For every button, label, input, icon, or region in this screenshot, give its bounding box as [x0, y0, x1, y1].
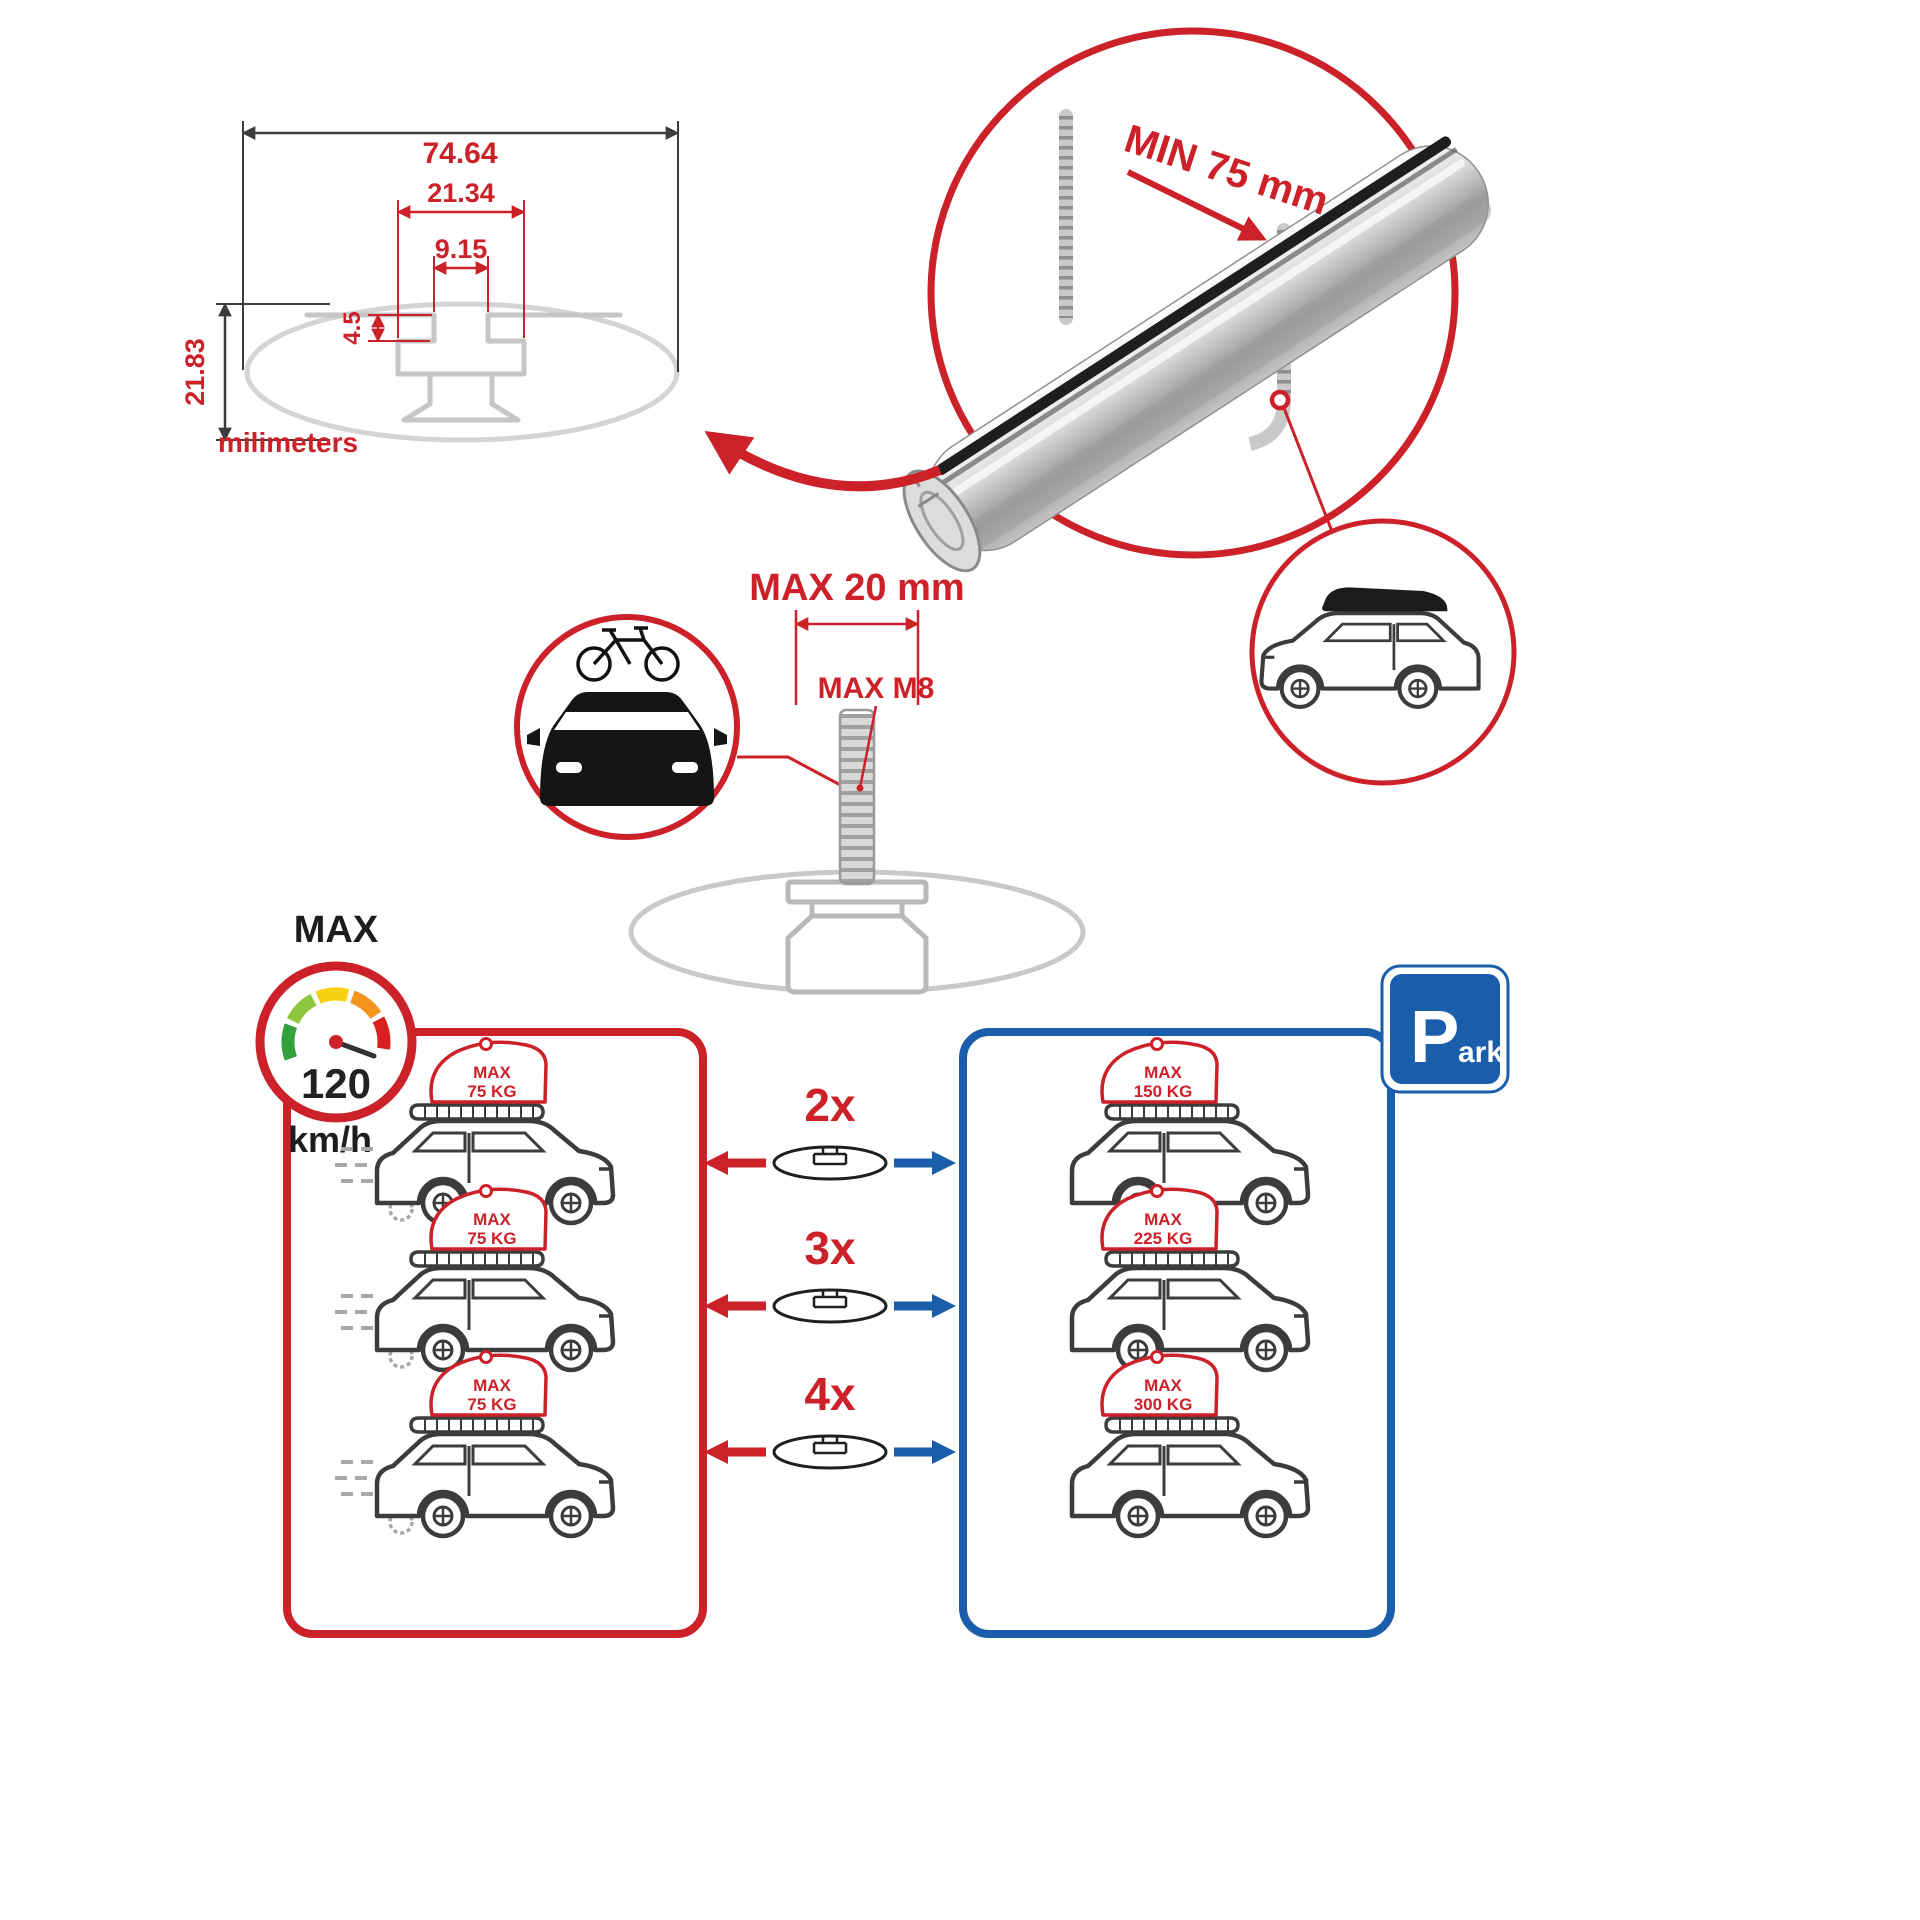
- multiplier-row-2: 3x: [704, 1222, 956, 1324]
- tag-line2: 300 KG: [1134, 1395, 1193, 1414]
- load-tag-parked-2: MAX 225 KG: [1100, 1183, 1219, 1251]
- bolt-thread-label: MAX M8: [818, 672, 935, 705]
- tag-line1: MAX: [1144, 1376, 1182, 1395]
- load-tag-moving-2: MAX 75 KG: [429, 1183, 548, 1251]
- gauge-arcs: [281, 987, 391, 1061]
- multiplier-label: 2x: [804, 1079, 856, 1131]
- gauge-hub: [329, 1035, 343, 1049]
- parked-load-box: [959, 1028, 1395, 1638]
- tag-line2: 225 KG: [1134, 1229, 1193, 1248]
- car-front-icon: [527, 692, 727, 806]
- bar-count-icon: [772, 1288, 888, 1324]
- channel-width-dimension: 21.34: [396, 178, 526, 338]
- multiplier-label: 3x: [804, 1222, 856, 1274]
- parked-car-3: [1072, 1416, 1308, 1536]
- right-arrowhead: [932, 1440, 956, 1464]
- tag-line1: MAX: [473, 1063, 511, 1082]
- multiplier-row-3: 4x: [704, 1368, 956, 1470]
- moving-car-3: [333, 1416, 613, 1536]
- slot-depth-dimension: 4.5: [339, 311, 432, 345]
- mounting-bolt: [838, 708, 876, 886]
- tag-line1: MAX: [473, 1210, 511, 1229]
- moving-load-box: [283, 1028, 707, 1638]
- zoom-arrow: [704, 430, 942, 492]
- slot-width-dimension: 9.15: [432, 234, 490, 312]
- load-tag-moving-3: MAX 75 KG: [429, 1349, 548, 1417]
- bolt-connector-line: [737, 755, 847, 790]
- tag-line1: MAX: [1144, 1063, 1182, 1082]
- parked-car-2: [1072, 1250, 1308, 1370]
- total-width-value: 74.64: [422, 137, 497, 170]
- parking-letter: P: [1410, 995, 1459, 1078]
- total-height-value: 21.83: [180, 338, 210, 406]
- gauge-value: 120: [301, 1060, 371, 1107]
- bar-detail-circle: MIN 75 mm: [704, 27, 1492, 573]
- load-tag-parked-1: MAX 150 KG: [1100, 1036, 1219, 1104]
- speed-limit-gauge: MAX 120 km/h: [255, 909, 417, 1160]
- aluminium-bar: [902, 136, 1492, 573]
- left-arrowhead: [704, 1294, 728, 1318]
- cross-section-drawing: 74.64 21.34 9.15 4.5 21.83: [180, 121, 680, 458]
- total-height-dimension: 21.83: [180, 302, 330, 442]
- total-width-dimension: 74.64: [241, 121, 680, 372]
- bike-icon: [576, 626, 680, 682]
- tag-line1: MAX: [1144, 1210, 1182, 1229]
- parking-suffix: ark: [1458, 1036, 1503, 1069]
- bolt-width-dimension: MAX 20 mm: [749, 567, 965, 705]
- left-arrowhead: [704, 1440, 728, 1464]
- t-slot-nut: [785, 879, 929, 995]
- right-arrowhead: [932, 1294, 956, 1318]
- multiplier-row-1: 2x: [704, 1079, 956, 1181]
- tag-line2: 75 KG: [467, 1082, 516, 1101]
- unit-label: milimeters: [218, 427, 358, 458]
- bar-count-icon: [772, 1434, 888, 1470]
- parking-sign: P ark: [1380, 964, 1510, 1094]
- channel-width-value: 21.34: [427, 178, 495, 208]
- fitting-point-dot: [1269, 389, 1291, 411]
- bolt-width-label: MAX 20 mm: [749, 567, 964, 609]
- tag-line2: 75 KG: [467, 1229, 516, 1248]
- connector-line: [1282, 407, 1335, 535]
- right-arrowhead: [932, 1151, 956, 1175]
- fitting-section: MAX 20 mm MAX M8: [514, 567, 1086, 995]
- multiplier-label: 4x: [804, 1368, 856, 1420]
- thread-leader-dot: [856, 784, 864, 792]
- load-tag-moving-1: MAX 75 KG: [429, 1036, 548, 1104]
- thread-leader-line: [858, 705, 878, 789]
- gauge-max-label: MAX: [294, 909, 379, 951]
- left-arrowhead: [704, 1151, 728, 1175]
- bar-count-icon: [772, 1145, 888, 1181]
- min-clearance-arrow: [1126, 169, 1267, 241]
- load-tag-parked-3: MAX 300 KG: [1100, 1349, 1219, 1417]
- suv-circle: [1249, 518, 1517, 786]
- slot-width-value: 9.15: [435, 234, 488, 264]
- tag-line1: MAX: [473, 1376, 511, 1395]
- slot-depth-value: 4.5: [339, 311, 366, 344]
- gauge-unit: km/h: [288, 1119, 372, 1160]
- tag-line2: 150 KG: [1134, 1082, 1193, 1101]
- moving-car-2: [333, 1250, 613, 1370]
- tag-line2: 75 KG: [467, 1395, 516, 1414]
